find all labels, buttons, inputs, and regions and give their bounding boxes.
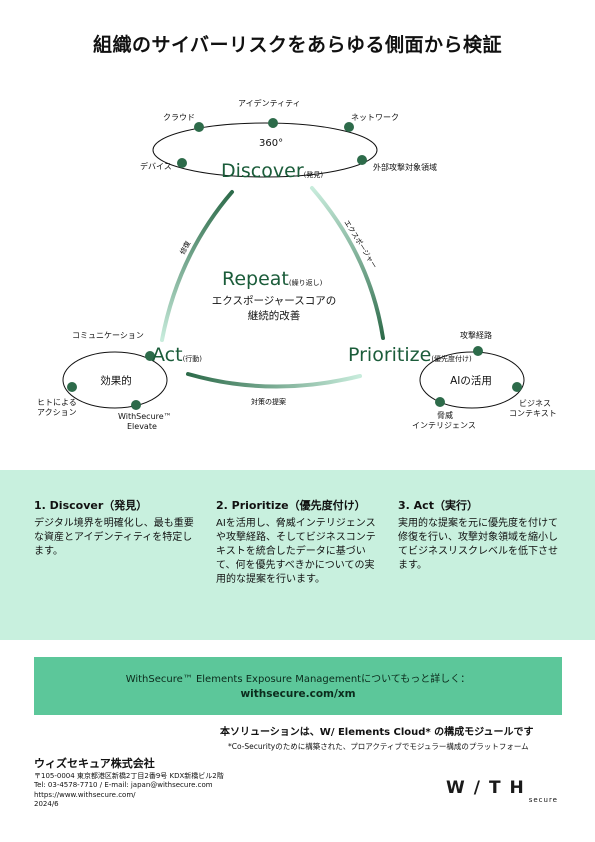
label-threat-1: 脅威 bbox=[437, 411, 453, 420]
label-business-2: コンテキスト bbox=[509, 409, 557, 418]
label-attack-surface: 外部攻撃対象領域 bbox=[373, 163, 437, 172]
prioritize-orbit bbox=[419, 351, 525, 409]
repeat-desc-1: エクスポージャースコアの bbox=[211, 295, 337, 307]
step-prioritize-text: AIを活用し、脅威インテリジェンスや攻撃経路、そしてビジネスコンテキストを統合し… bbox=[216, 518, 376, 585]
step-discover-heading: 1. Discover（発見） bbox=[34, 499, 148, 512]
arrow-left bbox=[160, 190, 234, 342]
label-device: デバイス bbox=[140, 162, 172, 171]
label-human-2: アクション bbox=[37, 408, 77, 417]
node-human-action bbox=[67, 382, 77, 392]
discover-center: 360° bbox=[259, 138, 284, 149]
node-network bbox=[344, 122, 354, 132]
act-center: 効果的 bbox=[100, 375, 132, 387]
node-business-context bbox=[512, 382, 522, 392]
step-prioritize: 2. Prioritize（優先度付け） AIを活用し、脅威インテリジェンスや攻… bbox=[216, 497, 376, 587]
step-prioritize-heading: 2. Prioritize（優先度付け） bbox=[216, 499, 366, 512]
label-network: ネットワーク bbox=[351, 113, 399, 122]
label-attack-path: 攻撃経路 bbox=[460, 331, 492, 340]
node-elevate bbox=[131, 400, 141, 410]
label-cloud: クラウド bbox=[163, 113, 195, 122]
company-name: ウィズセキュア株式会社 bbox=[34, 757, 155, 770]
label-elevate-1: WithSecure™ bbox=[118, 412, 172, 421]
arrow-bottom bbox=[186, 372, 362, 389]
label-communication: コミュニケーション bbox=[72, 331, 144, 340]
node-identity bbox=[268, 118, 278, 128]
page-title: 組織のサイバーリスクをあらゆる側面から検証 bbox=[92, 34, 503, 56]
node-attack-path bbox=[473, 346, 483, 356]
arrow-right bbox=[310, 186, 385, 340]
cta-link[interactable]: withsecure.com/xm bbox=[240, 688, 356, 700]
cta-box[interactable]: WithSecure™ Elements Exposure Management… bbox=[34, 657, 562, 715]
label-human-1: ヒトによる bbox=[37, 398, 77, 407]
step-act-heading: 3. Act（実行） bbox=[398, 499, 478, 512]
node-threat-intel bbox=[435, 397, 445, 407]
label-elevate-2: Elevate bbox=[127, 422, 157, 431]
prioritize-title: Prioritize(優先度付け) bbox=[348, 344, 472, 366]
node-device bbox=[177, 158, 187, 168]
repeat-desc-2: 継続的改善 bbox=[247, 310, 301, 322]
cta-text: WithSecure™ Elements Exposure Management… bbox=[125, 674, 471, 685]
company-contact: Tel: 03-4578-7710 / E-mail: japan@withse… bbox=[34, 781, 213, 789]
label-identity: アイデンティティ bbox=[238, 99, 301, 108]
solution-statement: 本ソリューションは、W/ Elements Cloud* の構成モジュールです bbox=[220, 727, 534, 738]
cycle-diagram: 修復 エクスポージャー 対策の提案 bbox=[62, 118, 525, 410]
node-cloud bbox=[194, 122, 204, 132]
prioritize-center: AIの活用 bbox=[450, 375, 492, 387]
act-orbit bbox=[62, 351, 168, 409]
discover-title: Discover(発見) bbox=[221, 160, 324, 182]
logo-sub: secure bbox=[528, 796, 558, 804]
act-title: Act(行動) bbox=[152, 344, 203, 366]
company-address: 〒105-0004 東京都港区新橋2丁目2番9号 KDX新橋ビル2階 bbox=[34, 772, 224, 780]
node-attack-surface bbox=[357, 155, 367, 165]
step-act: 3. Act（実行） 実用的な提案を元に優先度を付けて修復を行い、攻撃対象領域を… bbox=[398, 497, 558, 573]
arrow-label-bottom: 対策の提案 bbox=[251, 397, 286, 406]
step-discover-text: デジタル境界を明確化し、最も重要な資産とアイデンティティを特定します。 bbox=[34, 518, 194, 557]
publish-date: 2024/6 bbox=[34, 800, 59, 808]
label-business-1: ビジネス bbox=[519, 399, 551, 408]
step-act-text: 実用的な提案を元に優先度を付けて修復を行い、攻撃対象領域を縮小してビジネスリスク… bbox=[398, 518, 558, 571]
repeat-title: Repeat(繰り返し) bbox=[222, 268, 323, 290]
step-discover: 1. Discover（発見） デジタル境界を明確化し、最も重要な資産とアイデン… bbox=[34, 497, 194, 559]
label-threat-2: インテリジェンス bbox=[412, 421, 476, 430]
solution-note: *Co-Securityのために構築された、プロアクティブでモジュラー構成のプラ… bbox=[228, 742, 529, 751]
logo-mark: W/TH bbox=[446, 778, 533, 798]
node-communication bbox=[145, 351, 155, 361]
withsecure-logo: W/TH secure bbox=[446, 778, 564, 804]
discover-orbit bbox=[152, 122, 378, 178]
steps-band bbox=[0, 470, 595, 640]
company-url[interactable]: https://www.withsecure.com/ bbox=[34, 791, 136, 799]
